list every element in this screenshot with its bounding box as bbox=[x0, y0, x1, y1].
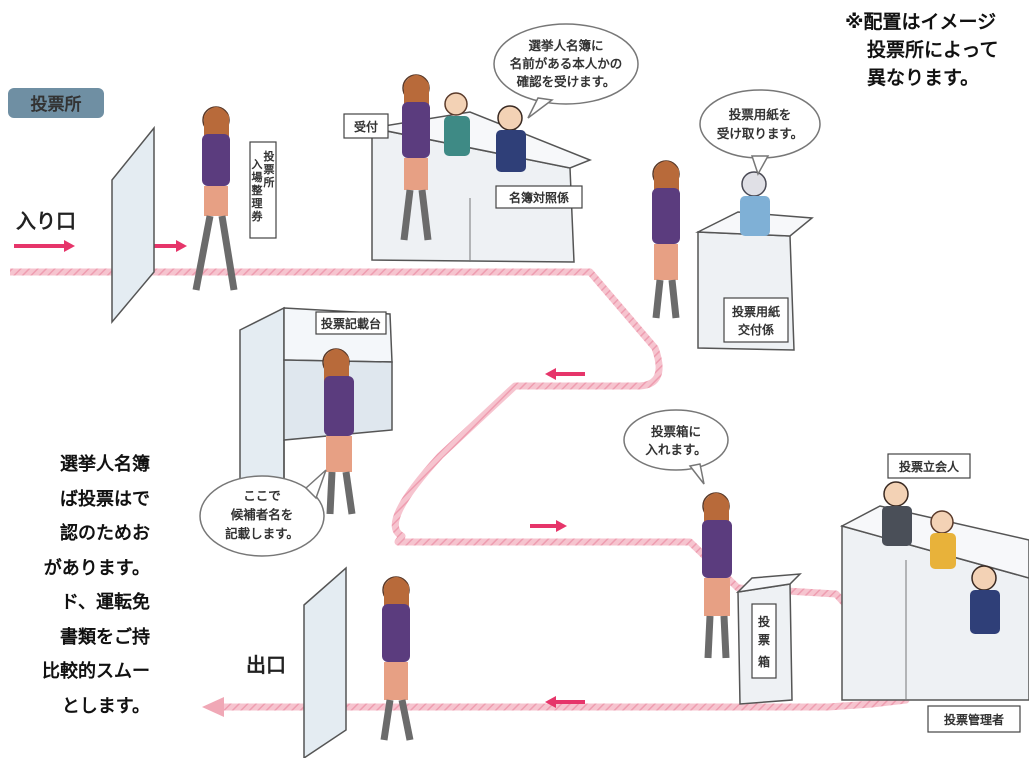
side-text-line: ド、運転免 bbox=[60, 592, 150, 613]
note-line: 投票所によって bbox=[867, 39, 999, 61]
voter-figure bbox=[192, 106, 238, 291]
exit-label: 出口 bbox=[246, 653, 286, 677]
bubble-line: 受け取ります。 bbox=[717, 126, 803, 141]
ballot-box-char: 票 bbox=[758, 633, 770, 647]
entrance-partition bbox=[111, 125, 155, 325]
ticket-char: 入 bbox=[252, 158, 263, 171]
admission-ticket-text: 投 票 所 入 場 整 理 券 bbox=[251, 149, 275, 223]
reception-sign bbox=[343, 113, 389, 139]
ticket-char: 場 bbox=[252, 170, 263, 184]
entrance-label: 入り口 bbox=[16, 209, 76, 233]
direction-arrow bbox=[14, 240, 75, 252]
bubble-line: 投票用紙を bbox=[729, 107, 792, 122]
writing-booth-label: 投票記載台 bbox=[321, 316, 381, 331]
layout-note: ※配置はイメージ 投票所によって 異なります。 bbox=[845, 8, 998, 92]
bubble-line: 入れます。 bbox=[645, 442, 706, 457]
speech-bubble-box: 投票箱に 入れます。 bbox=[623, 409, 729, 485]
witness-label: 投票立会人 bbox=[899, 459, 960, 474]
ticket-char: 所 bbox=[264, 175, 275, 189]
ticket-char: 整 bbox=[251, 183, 263, 197]
ticket-char: 票 bbox=[264, 163, 275, 176]
speech-bubble-ballot: 投票用紙を 受け取ります。 bbox=[699, 89, 821, 176]
roster-check-label: 名簿対照係 bbox=[509, 190, 569, 205]
side-text-line: とします。 bbox=[61, 695, 150, 717]
ballot-issue-label-line: 交付係 bbox=[738, 322, 774, 337]
bubble-line: 名前がある本人かの bbox=[510, 56, 623, 71]
bubble-line: 記載します。 bbox=[225, 526, 299, 541]
voter-figure bbox=[702, 492, 732, 659]
direction-arrow bbox=[530, 520, 567, 532]
venue-badge: 投票所 bbox=[31, 94, 82, 115]
voter-figure bbox=[400, 74, 432, 241]
side-text-line: 選挙人名簿 bbox=[60, 454, 150, 475]
writing-booth-sign bbox=[315, 311, 387, 335]
side-text-line: ば投票はで bbox=[60, 488, 150, 510]
staff-figure bbox=[740, 171, 770, 236]
ballot-box-char: 投 bbox=[758, 614, 770, 629]
ballot-box bbox=[735, 573, 802, 705]
speech-bubble-write: ここで 候補者名を 記載します。 bbox=[199, 469, 327, 557]
direction-arrow bbox=[545, 368, 585, 380]
staff-figure bbox=[444, 92, 526, 172]
manager-label: 投票管理者 bbox=[944, 712, 1004, 727]
exit-arrowhead bbox=[202, 697, 224, 717]
bubble-line: 候補者名を bbox=[231, 507, 294, 522]
speech-bubble-roster: 選挙人名簿に 名前がある本人かの 確認を受けます。 bbox=[493, 23, 639, 119]
ticket-char: 理 bbox=[252, 197, 263, 210]
side-text-line: 比較的スムー bbox=[42, 661, 150, 682]
side-text: 選挙人名簿 ば投票はで 認のためお があります。 ド、運転免 書類をご持 比較的… bbox=[0, 448, 150, 724]
staff-figure bbox=[882, 481, 1000, 634]
ballot-box-char: 箱 bbox=[758, 654, 770, 669]
note-line: 異なります。 bbox=[867, 67, 980, 89]
side-text-line: 認のためお bbox=[60, 523, 150, 544]
bubble-line: ここで bbox=[243, 488, 281, 503]
ballot-issue-sign bbox=[723, 297, 789, 343]
bubble-line: 確認を受けます。 bbox=[517, 74, 616, 89]
ticket-char: 投 bbox=[264, 149, 275, 163]
witness-sign bbox=[887, 453, 971, 479]
bubble-line: 選挙人名簿に bbox=[528, 38, 603, 53]
side-text-line: があります。 bbox=[43, 557, 150, 579]
voter-figure bbox=[652, 160, 680, 319]
reception-label: 受付 bbox=[354, 119, 378, 134]
side-text-line: 書類をご持 bbox=[60, 626, 150, 648]
admission-ticket bbox=[249, 141, 277, 239]
roster-check-sign bbox=[495, 185, 583, 209]
voter-figure bbox=[322, 348, 356, 515]
direction-arrow bbox=[545, 696, 585, 708]
bubble-line: 投票箱に bbox=[651, 424, 701, 439]
exit-partition bbox=[303, 566, 347, 758]
manager-sign bbox=[927, 705, 1021, 733]
voting-route-path bbox=[10, 268, 910, 711]
venue-badge-bg bbox=[8, 88, 104, 118]
note-line: ※配置はイメージ bbox=[845, 11, 997, 33]
voter-figure bbox=[380, 576, 414, 741]
ticket-char: 券 bbox=[251, 209, 264, 223]
ballot-issue-label-line: 投票用紙 bbox=[732, 304, 780, 319]
